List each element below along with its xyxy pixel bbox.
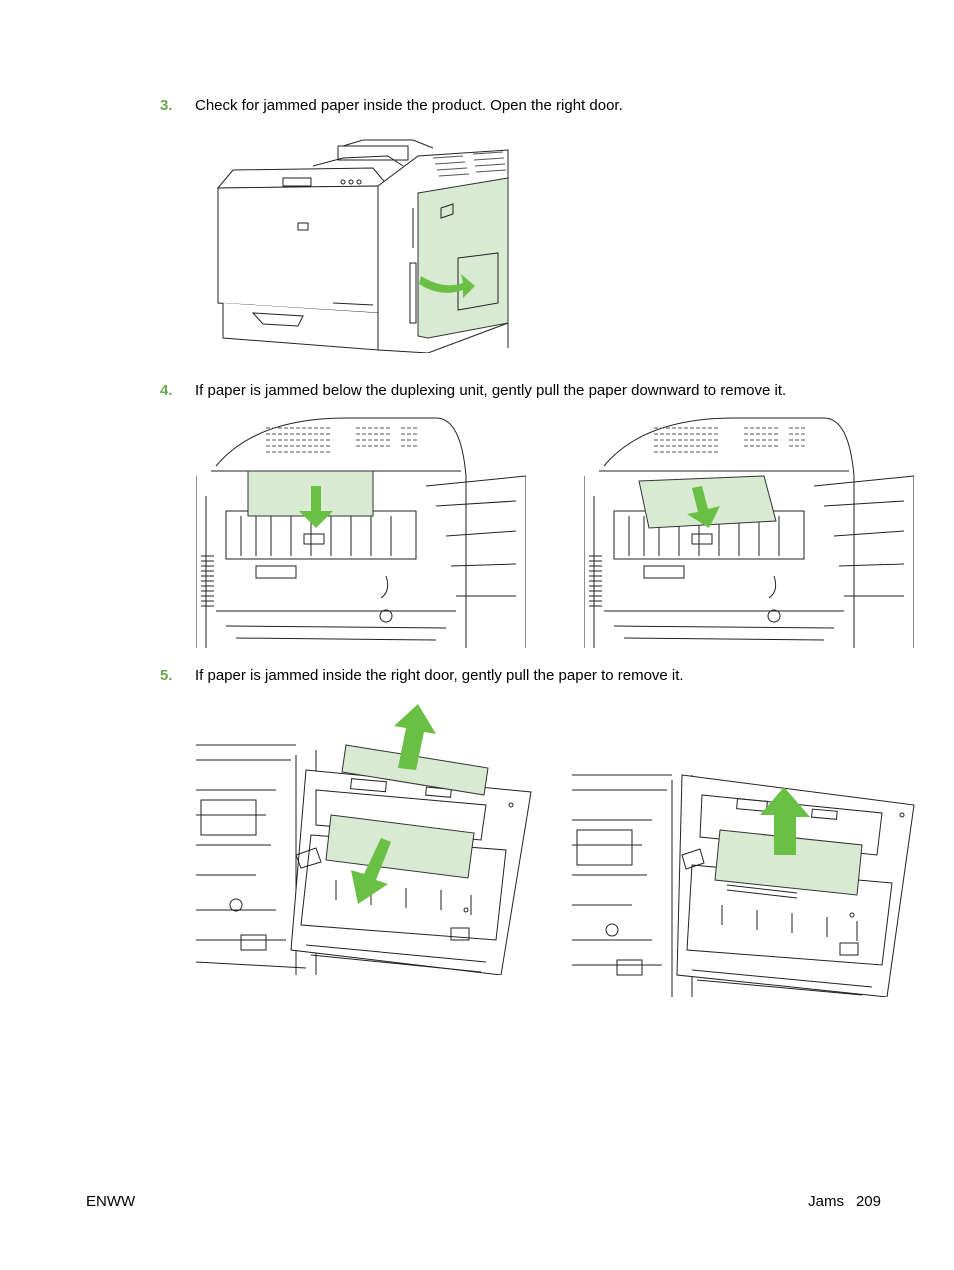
printer-right-door-figure	[213, 138, 513, 353]
printer-door-illustration	[572, 774, 915, 997]
step-number: 3.	[160, 97, 173, 114]
footer-right: Jams 209	[808, 1193, 881, 1210]
right-door-jam-figure-2	[572, 765, 917, 997]
printer-interior-illustration	[196, 417, 526, 648]
step-number: 4.	[160, 382, 173, 399]
step-text: Check for jammed paper inside the produc…	[195, 97, 623, 114]
printer-door-illustration	[196, 704, 532, 975]
footer-left: ENWW	[86, 1193, 136, 1210]
step-text: If paper is jammed inside the right door…	[195, 667, 684, 684]
duplex-jam-figure-2	[584, 416, 914, 648]
step-text: If paper is jammed below the duplexing u…	[195, 382, 787, 399]
printer-interior-illustration	[584, 417, 914, 648]
page-number: 209	[855, 1193, 881, 1210]
printer-illustration	[216, 139, 509, 353]
step-number: 5.	[160, 667, 173, 684]
footer-section: Jams	[808, 1193, 844, 1210]
right-door-jam-figure-1	[196, 700, 532, 975]
duplex-jam-figure-1	[196, 416, 526, 648]
